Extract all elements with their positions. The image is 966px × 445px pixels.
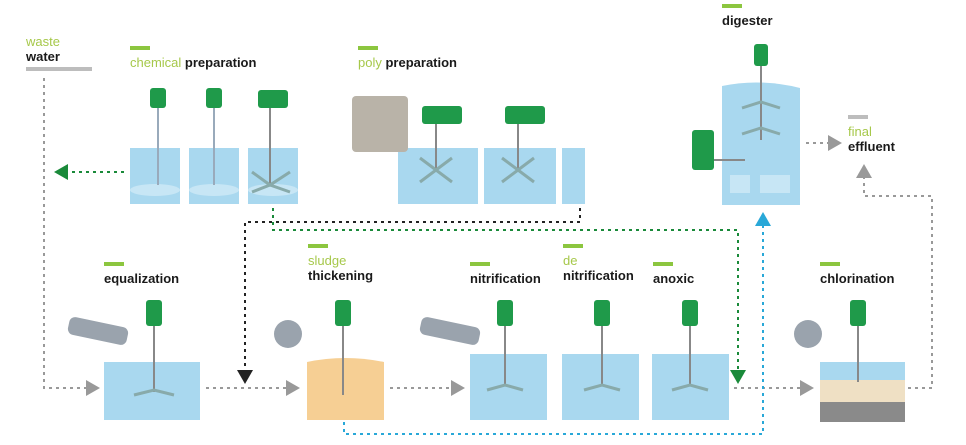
label-chemical-preparation: chemical preparation: [130, 46, 256, 70]
label-poly-preparation: poly preparation: [358, 46, 457, 70]
waste-water-bar: [26, 67, 92, 71]
accent-bar: [470, 262, 490, 266]
chlorination-tank: [820, 362, 905, 422]
label-waste-water: waste water: [26, 34, 92, 76]
label-final-effluent: final effluent: [848, 115, 895, 154]
pump-icons: [67, 96, 822, 348]
sludge-thickening-tank: [307, 358, 384, 420]
grey-bar: [848, 115, 868, 119]
label-sludge-thickening: sludge thickening: [308, 244, 373, 283]
label-equalization: equalization: [104, 262, 179, 286]
accent-bar: [130, 46, 150, 50]
label-nitrification: nitrification: [470, 262, 541, 286]
accent-bar: [104, 262, 124, 266]
label-chlorination: chlorination: [820, 262, 894, 286]
flow-lines: [43, 78, 933, 435]
label-denitrification: de nitrification: [563, 244, 634, 283]
accent-bar: [820, 262, 840, 266]
accent-bar: [653, 262, 673, 266]
accent-bar: [358, 46, 378, 50]
label-anoxic: anoxic: [653, 262, 694, 286]
accent-bar: [308, 244, 328, 248]
label-digester: digester: [722, 4, 773, 28]
denitrification-tank: [562, 354, 639, 420]
accent-bar: [722, 4, 742, 8]
accent-bar: [563, 244, 583, 248]
digester-tank: [722, 82, 800, 205]
mixer-icons: [133, 44, 866, 397]
